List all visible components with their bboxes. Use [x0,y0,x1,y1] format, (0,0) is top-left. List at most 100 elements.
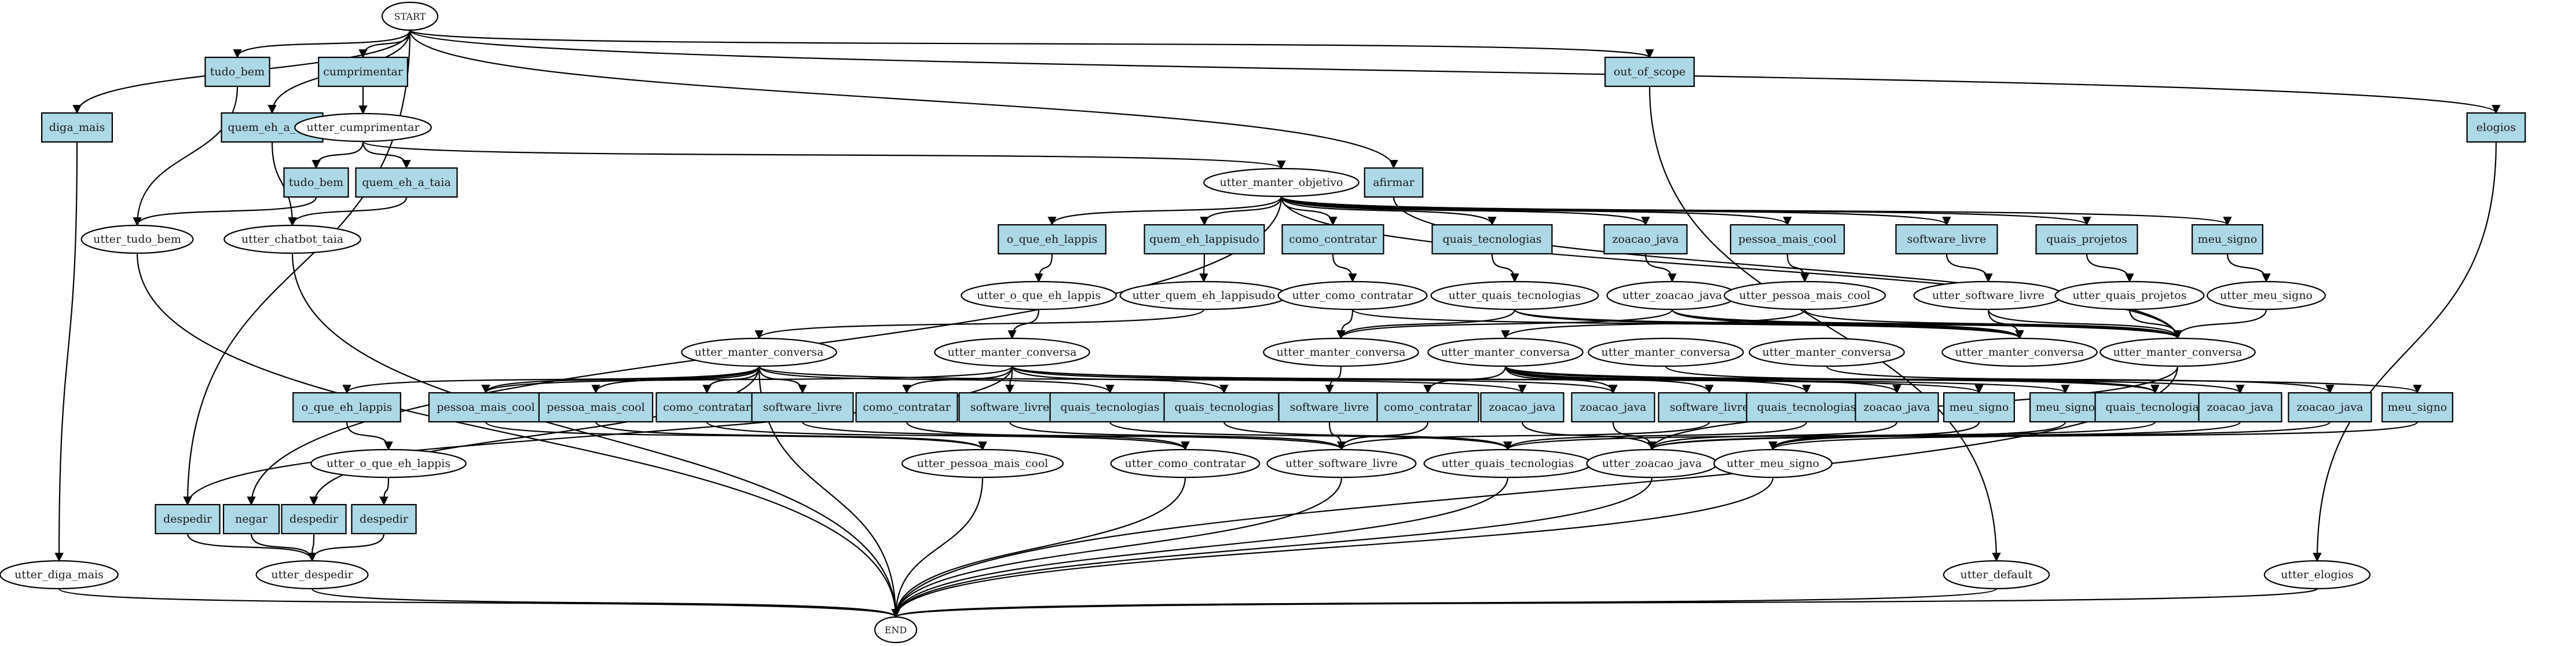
intent-node: elogios [2466,112,2526,143]
edge-start-to-i_despedir_1 [183,30,411,506]
edge-a_utter_meu_signo_2-to-end [891,477,1774,618]
edge-a_utter_zoacao_java_1-to-a_mc_g [1671,309,2024,340]
edge-i_zoacao_java_1-to-a_utter_zoacao_java_1 [1644,253,1677,283]
action-node: utter_chatbot_taia [223,224,361,254]
intent-node: zoacao_java [2288,392,2372,423]
action-node: utter_tudo_bem [80,224,194,254]
node-label: quais_tecnologias [1174,401,1273,414]
edge-a_utter_pessoa_mais_cool_2-to-end [891,477,984,618]
intent-node: meu_signo [1943,392,2015,423]
action-node: utter_o_que_eh_lappis [310,448,467,479]
intent-box [1895,224,1998,255]
edge-i_quem_eh_a_taia_2-to-a_utter_chatbot_taia [288,196,408,227]
edge-a_utter_quais_tecnologias_2-to-end [891,477,1509,618]
edge-a_mc_f-to-i_zoacao_java_6 [1826,366,2335,394]
edge-i_como_contratar_1-to-a_utter_como_contratar_1 [1332,253,1357,283]
node-label: utter_chatbot_taia [241,233,343,246]
intent-node: software_livre [1278,392,1381,423]
node-label: quem_eh_lappisudo [1149,233,1259,246]
intent-node: tudo_bem [204,56,270,87]
edge-i_o_que_eh_lappis_1-to-a_utter_o_que_eh_lappis_1 [1034,253,1053,283]
node-ellipse [1723,280,1886,311]
node-label: out_of_scope [1614,65,1685,78]
edge-a_mc_b-to-i_software_livre_3 [1005,366,1014,394]
node-ellipse [381,1,439,31]
edge-a_mc_b-to-i_como_contratar_3 [902,366,1013,394]
intent-box [1376,392,1479,423]
intent-node: quais_tecnologias [1746,392,1867,423]
edge-i_tudo_bem_top-to-a_utter_tudo_bem [133,86,239,227]
intent-node: pessoa_mais_cool [428,392,544,423]
edge-start-to-i_out_of_scope [409,30,1654,59]
node-label: tudo_bem [289,176,343,189]
node-ellipse [1263,337,1419,367]
action-node: utter_meu_signo [2207,280,2326,311]
intent-box [1049,392,1171,423]
intent-node: tudo_bem [283,167,349,198]
edge-a_utter_cumprimentar-to-i_quem_eh_a_taia_2 [362,141,411,169]
edge-i_zoacao_java_4-to-a_utter_zoacao_java_2 [1647,421,1898,451]
action-node: utter_manter_conversa [2099,337,2256,367]
edge-i_pessoa_mais_cool_1-to-a_utter_pessoa_mais_cool_1 [1786,253,1809,283]
node-label: utter_meu_signo [1727,457,1819,470]
intent-node: software_livre [1895,224,1998,255]
action-node: utter_quais_projetos [2054,280,2205,311]
action-node: utter_manter_conversa [681,337,837,367]
intent-box [1364,167,1424,198]
node-label: utter_zoacao_java [1602,457,1702,470]
edge-a_mc_b-to-i_pessoa_mais_cool_2 [481,366,1013,394]
node-ellipse [0,560,119,590]
action-node: utter_manter_conversa [1941,337,2098,367]
intent-box [538,392,654,423]
intent-node: zoacao_java [2198,392,2282,423]
node-label: o_que_eh_lappis [1007,233,1098,246]
edge-a_utter_quais_tecnologias_1-to-a_mc_c [1336,309,1516,340]
action-node: utter_quais_tecnologias [1423,448,1592,479]
node-label: END [885,625,907,636]
node-ellipse [255,560,369,590]
edge-a_mc_e-to-i_quais_tecnologias_5 [1665,366,2160,394]
edge-i_meu_signo_4-to-a_utter_meu_signo_2 [1768,421,2419,451]
node-ellipse [1277,280,1428,311]
edge-i_zoacao_java_2-to-a_utter_zoacao_java_2 [1521,421,1657,451]
node-ellipse [2099,337,2256,367]
end-node: END [874,616,918,644]
action-node: utter_software_livre [1266,448,1417,479]
intent-box [281,503,347,535]
edge-i_software_livre_2-to-a_utter_software_livre_2 [801,421,1346,451]
action-node: utter_manter_conversa [1749,337,1905,367]
action-node: utter_manter_conversa [1588,337,1744,367]
edge-a_mc_d-to-i_zoacao_java_3 [1504,366,1618,394]
node-label: utter_elogios [2281,568,2354,581]
node-label: quem_eh_a_taia [228,121,316,134]
action-node: utter_quem_eh_lappisudo [1119,280,1288,311]
edge-a_mc_d-to-i_zoacao_java_4 [1504,366,1901,394]
node-label: meu_signo [2198,233,2258,246]
intent-node: meu_signo [2192,224,2263,255]
node-label: meu_signo [1950,401,2009,414]
node-label: zoacao_java [1864,401,1930,414]
node-label: utter_cumprimentar [306,121,420,134]
edge-i_quais_tecnologias_2-to-a_utter_quais_tecnologias_2 [1109,421,1512,451]
intent-box [204,56,270,87]
node-label: despedir [360,513,409,525]
node-ellipse [223,224,361,254]
edge-i_quais_projetos-to-a_utter_quais_projetos [2086,253,2134,283]
node-label: utter_manter_objetivo [1220,176,1343,189]
node-ellipse [1941,337,2098,367]
edge-a_utter_manter_objetivo-to-i_pessoa_mais_cool_1 [1280,196,1792,226]
intent-box [2288,392,2372,423]
node-label: quais_tecnologias [2105,401,2204,414]
edge-i_tudo_bem_2-to-a_utter_tudo_bem [133,196,317,227]
node-ellipse [2207,280,2326,311]
node-label: utter_quem_eh_lappisudo [1133,289,1276,302]
edge-a_utter_zoacao_java_2-to-end [891,477,1653,618]
node-label: quais_tecnologias [1060,401,1159,414]
edge-i_quais_tecnologias_1-to-a_utter_quais_tecnologias_1 [1491,253,1519,283]
intent-node: zoacao_java [1571,392,1655,423]
edge-i_pessoa_mais_cool_2-to-a_utter_pessoa_mais_cool_2 [485,421,987,451]
intent-box [1943,392,2015,423]
intent-box [1855,392,1939,423]
node-ellipse [901,448,1064,479]
edge-a_utter_como_contratar_2-to-end [891,477,1186,618]
